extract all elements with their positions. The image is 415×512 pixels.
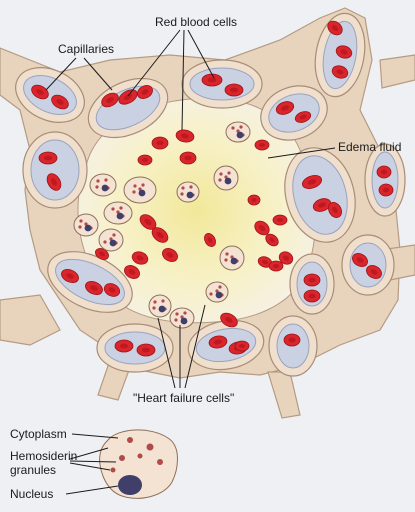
red-blood-cell xyxy=(303,289,321,303)
red-blood-cell xyxy=(201,73,223,87)
red-blood-cell xyxy=(247,194,261,206)
red-blood-cell xyxy=(61,268,79,284)
label-hemosiderin: Hemosiderin xyxy=(10,449,77,463)
red-blood-cell xyxy=(378,183,394,197)
label-capillaries: Capillaries xyxy=(58,42,114,56)
red-blood-cells xyxy=(31,20,394,357)
red-blood-cell xyxy=(38,151,58,165)
red-blood-cell xyxy=(294,111,312,123)
red-blood-cell xyxy=(352,253,368,267)
red-blood-cell xyxy=(175,129,195,143)
red-blood-cell xyxy=(335,45,353,59)
red-blood-cell xyxy=(162,248,178,262)
heart-failure-cell xyxy=(123,176,157,204)
capillary xyxy=(96,323,174,373)
hemosiderin-granules-detail xyxy=(110,437,163,473)
label-nucleus: Nucleus xyxy=(10,487,53,501)
red-blood-cell xyxy=(331,65,349,79)
capillary xyxy=(260,85,328,141)
red-blood-cell xyxy=(254,220,270,236)
red-blood-cell xyxy=(101,92,119,108)
red-blood-cell xyxy=(179,151,197,165)
red-blood-cell xyxy=(312,198,332,212)
red-blood-cell xyxy=(275,101,295,115)
label-red-blood-cells: Red blood cells xyxy=(155,15,237,29)
capillary xyxy=(341,234,395,296)
red-blood-cell xyxy=(139,214,157,230)
red-blood-cell xyxy=(224,83,244,97)
heart-failure-cell xyxy=(169,307,195,329)
red-blood-cell xyxy=(208,335,228,349)
label-edema-fluid: Edema fluid xyxy=(338,140,401,154)
red-blood-cell xyxy=(124,265,140,279)
red-blood-cell xyxy=(366,265,382,279)
heart-failure-cells xyxy=(73,121,251,329)
red-blood-cell xyxy=(137,85,153,99)
capillary xyxy=(181,59,263,109)
red-blood-cell xyxy=(272,214,288,226)
heart-failure-cell xyxy=(103,201,133,225)
heart-failure-cell xyxy=(219,245,245,271)
red-blood-cell xyxy=(137,154,153,166)
label-cytoplasm: Cytoplasm xyxy=(10,427,67,441)
heart-failure-cell xyxy=(148,294,172,318)
red-blood-cell xyxy=(254,139,270,151)
red-blood-cell xyxy=(118,89,138,105)
red-blood-cell xyxy=(151,227,169,243)
red-blood-cell xyxy=(303,273,321,287)
heart-failure-cell xyxy=(213,165,239,191)
nucleus-detail xyxy=(118,475,142,495)
heart-failure-cell xyxy=(205,281,229,303)
red-blood-cell xyxy=(204,233,216,247)
heart-failure-cell xyxy=(73,213,99,237)
heart-failure-cell xyxy=(98,228,124,252)
red-blood-cell xyxy=(114,339,134,353)
red-blood-cell xyxy=(268,260,284,272)
heart-failure-cell xyxy=(89,173,117,197)
leader-lines xyxy=(45,29,336,495)
heart-failure-cell xyxy=(176,181,200,203)
label-heart-failure-cells: "Heart failure cells" xyxy=(133,391,234,405)
label-granules: granules xyxy=(10,463,56,477)
red-blood-cell xyxy=(220,312,238,328)
red-blood-cell xyxy=(31,84,49,100)
heart-failure-cell-detail xyxy=(99,429,178,499)
red-blood-cell xyxy=(51,94,69,110)
red-blood-cell xyxy=(131,251,149,265)
red-blood-cell xyxy=(265,233,279,247)
red-blood-cell xyxy=(278,251,294,265)
capillary xyxy=(364,143,406,217)
capillary xyxy=(22,131,88,209)
heart-failure-cell xyxy=(225,121,251,143)
red-blood-cell xyxy=(234,340,250,352)
red-blood-cell xyxy=(151,136,169,150)
red-blood-cell xyxy=(327,20,343,36)
red-blood-cell xyxy=(46,173,62,191)
red-blood-cell xyxy=(376,165,392,179)
red-blood-cell xyxy=(283,333,301,347)
red-blood-cell xyxy=(136,343,156,357)
red-blood-cell xyxy=(328,202,342,218)
red-blood-cell xyxy=(103,283,121,297)
red-blood-cell xyxy=(301,175,323,189)
red-blood-cell xyxy=(85,280,103,296)
